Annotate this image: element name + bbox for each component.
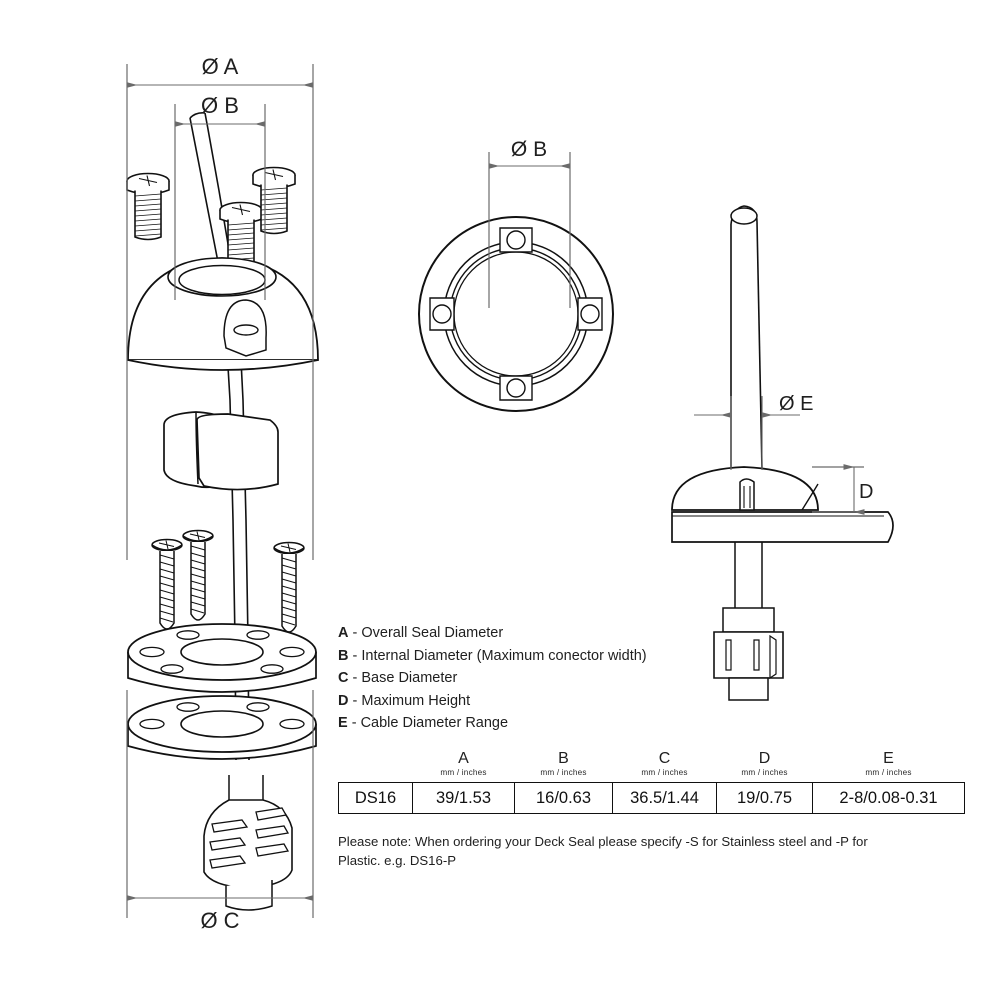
dim-label-A: Ø A bbox=[202, 54, 239, 79]
legend-key-d: D bbox=[338, 692, 349, 709]
header-letter-e: E bbox=[883, 750, 894, 767]
ordering-note: Please note: When ordering your Deck Sea… bbox=[338, 832, 898, 870]
legend-sep-a: - bbox=[348, 625, 362, 641]
legend-key-b: B bbox=[338, 647, 349, 664]
header-cell-d: D mm / inches bbox=[717, 748, 813, 783]
header-units-e: mm / inches bbox=[865, 768, 912, 777]
header-cell-b: B mm / inches bbox=[515, 748, 613, 783]
dimension-labels: Ø A Ø B Ø C Ø B Ø E D bbox=[200, 54, 873, 933]
legend-text-c: Base Diameter bbox=[361, 670, 458, 687]
legend-key-e: E bbox=[338, 715, 348, 732]
legend-item-b: B - Internal Diameter (Maximum conector … bbox=[338, 645, 738, 668]
legend-sep-e: - bbox=[347, 715, 361, 732]
legend-item-c: C - Base Diameter bbox=[338, 667, 738, 690]
header-units-a: mm / inches bbox=[440, 768, 487, 777]
cell-b: 16/0.63 bbox=[514, 782, 613, 814]
legend-sep-b: - bbox=[348, 647, 362, 664]
side-section-view bbox=[671, 205, 894, 701]
header-letter-d: D bbox=[758, 750, 771, 767]
header-letter-c: C bbox=[658, 750, 671, 767]
header-cell-a: A mm / inches bbox=[413, 748, 515, 783]
legend-key-c: C bbox=[338, 670, 349, 687]
ordering-note-line-2: Plastic. e.g. DS16-P bbox=[338, 853, 457, 868]
wood-screw-left bbox=[151, 538, 183, 630]
legend-sep-c: - bbox=[348, 670, 362, 687]
lower-flange-plate bbox=[127, 695, 317, 760]
cell-c: 36.5/1.44 bbox=[612, 782, 717, 814]
plan-view-dimensions bbox=[488, 152, 571, 308]
exploded-assembly-view bbox=[126, 112, 319, 911]
plan-view bbox=[418, 216, 614, 412]
dim-label-C: Ø C bbox=[200, 908, 239, 933]
dim-label-D: D bbox=[859, 481, 873, 503]
legend-item-d: D - Maximum Height bbox=[338, 690, 738, 713]
split-grommet-part bbox=[163, 411, 279, 491]
legend-item-e: E - Cable Diameter Range bbox=[338, 712, 738, 735]
machine-screw-right bbox=[252, 166, 296, 235]
cable-connector-boot bbox=[203, 775, 293, 911]
table-row: DS16 39/1.53 16/0.63 36.5/1.44 19/0.75 2… bbox=[338, 782, 965, 814]
left-view-dimensions bbox=[126, 64, 314, 918]
legend-text-b: Internal Diameter (Maximum conector widt… bbox=[361, 647, 647, 664]
legend-text-e: Cable Diameter Range bbox=[360, 715, 509, 732]
header-cell-c: C mm / inches bbox=[613, 748, 717, 783]
legend-sep-d: - bbox=[348, 692, 362, 709]
dim-label-B-left: Ø B bbox=[201, 93, 239, 118]
legend-text-d: Maximum Height bbox=[361, 692, 471, 709]
cell-e: 2-8/0.08-0.31 bbox=[812, 782, 965, 814]
header-units-d: mm / inches bbox=[741, 768, 788, 777]
spec-table: A mm / inches B mm / inches C mm / inche… bbox=[338, 748, 965, 814]
side-view-dimensions bbox=[694, 396, 865, 515]
ordering-note-line-1: Please note: When ordering your Deck Sea… bbox=[338, 834, 868, 849]
legend-item-a: A - Overall Seal Diameter bbox=[338, 622, 738, 645]
header-units-b: mm / inches bbox=[540, 768, 587, 777]
dim-label-E: Ø E bbox=[779, 393, 813, 415]
legend-text-a: Overall Seal Diameter bbox=[361, 625, 504, 641]
upper-flange-plate bbox=[127, 623, 317, 693]
cell-model: DS16 bbox=[338, 782, 413, 814]
wood-screw-right bbox=[273, 541, 305, 633]
machine-screw-left bbox=[126, 172, 170, 241]
header-cell-model bbox=[339, 748, 413, 783]
legend-list: A - Overall Seal Diameter B - Internal D… bbox=[338, 622, 738, 735]
table-header-row: A mm / inches B mm / inches C mm / inche… bbox=[339, 748, 965, 783]
header-cell-e: E mm / inches bbox=[813, 748, 965, 783]
dome-cap-part bbox=[127, 257, 319, 371]
header-letter-a: A bbox=[458, 750, 469, 767]
header-letter-b: B bbox=[558, 750, 569, 767]
dim-label-B-plan: Ø B bbox=[511, 138, 547, 161]
cell-a: 39/1.53 bbox=[412, 782, 515, 814]
legend-key-a: A bbox=[338, 625, 349, 641]
wood-screw-mid bbox=[182, 529, 214, 621]
header-units-c: mm / inches bbox=[641, 768, 688, 777]
cell-d: 19/0.75 bbox=[716, 782, 813, 814]
